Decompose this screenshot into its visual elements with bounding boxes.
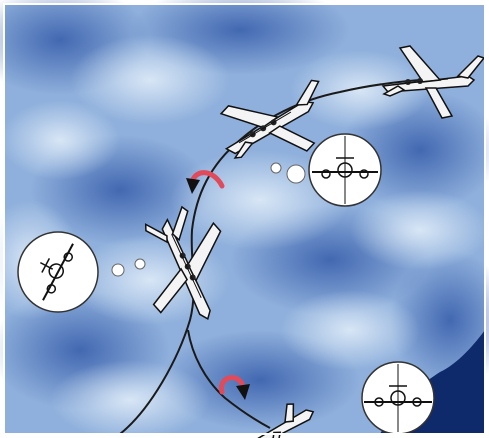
puff-small xyxy=(271,163,281,173)
view-callout-bottom-right xyxy=(362,362,434,434)
view-callout-right xyxy=(309,134,381,206)
puff-medium xyxy=(287,165,305,183)
